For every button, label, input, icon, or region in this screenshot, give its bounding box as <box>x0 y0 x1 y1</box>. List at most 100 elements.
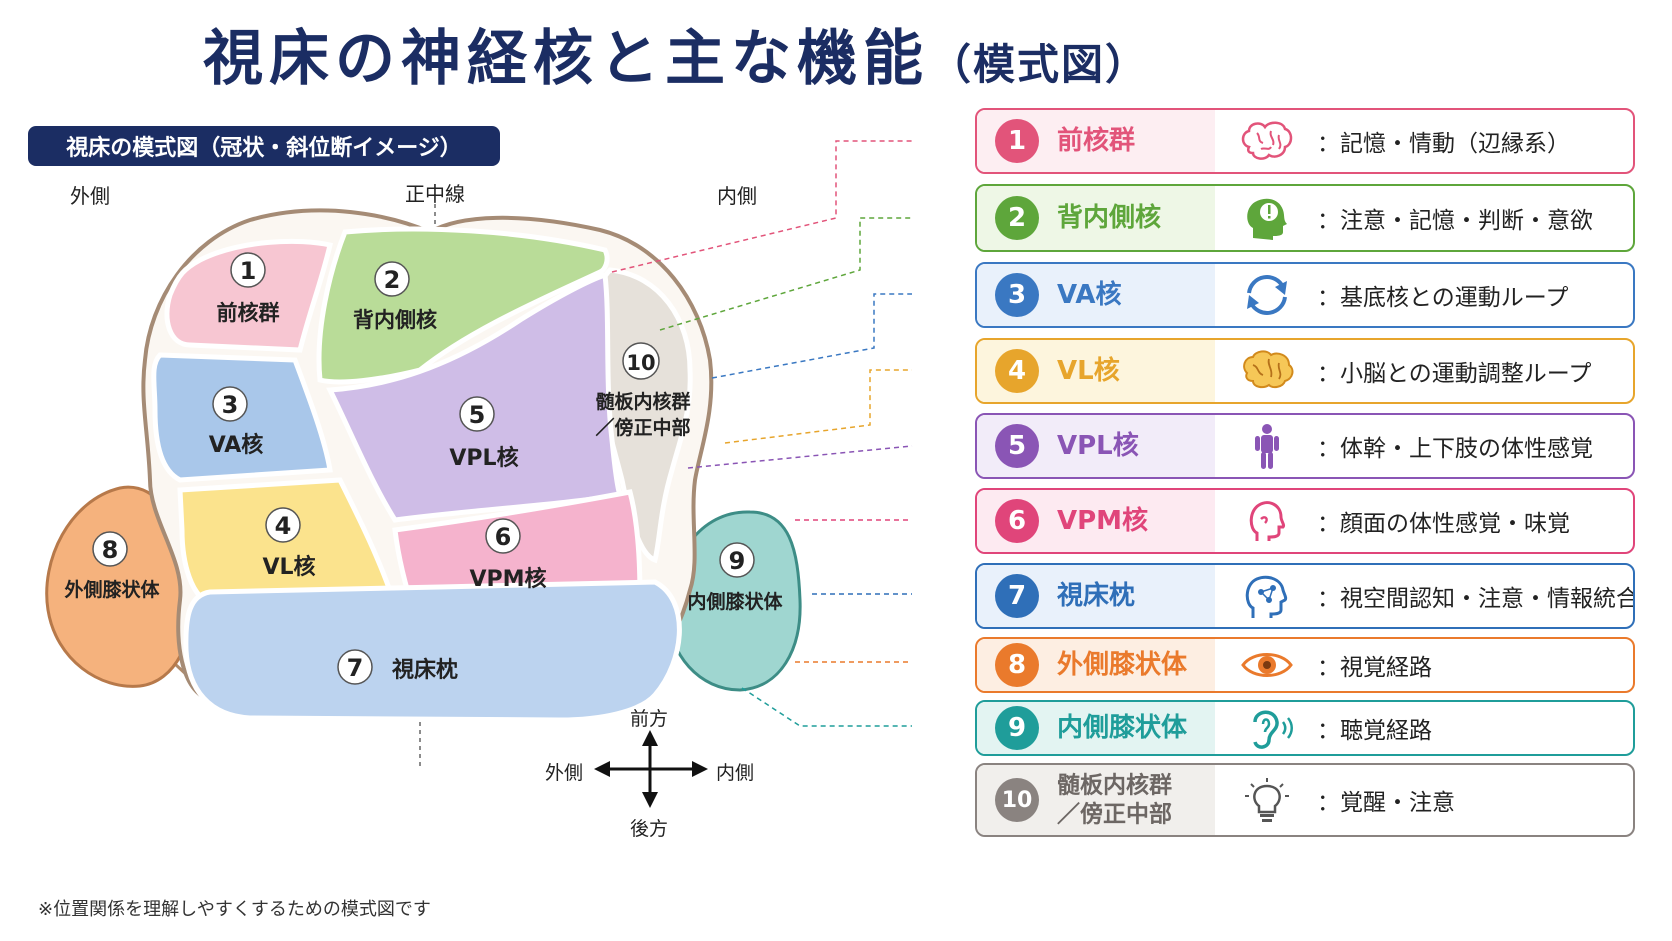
legend-name-7: 視床枕 <box>1057 580 1136 611</box>
diagram-label-4: VL核 <box>262 554 315 580</box>
legend-row-3: 3 VA核 ：基底核との運動ループ <box>975 262 1635 328</box>
legend-fn-2: ：注意・記憶・判断・意欲 <box>1317 208 1593 234</box>
body-icon <box>1255 424 1279 469</box>
legend-fn-10: ：覚醒・注意 <box>1317 790 1455 816</box>
connector-1 <box>611 140 912 273</box>
diagram-label-10b: ／傍正中部 <box>595 416 690 439</box>
legend-name-6: VPM核 <box>1057 505 1149 536</box>
badge-9-num: 9 <box>729 547 746 575</box>
legend-num-3: 3 <box>995 273 1039 317</box>
compass-posterior: 後方 <box>630 818 669 840</box>
compass-anterior: 前方 <box>630 708 669 730</box>
compass-medial: 内側 <box>716 762 755 784</box>
head-network-icon <box>1245 575 1288 618</box>
legend-num-8: 8 <box>995 643 1039 687</box>
orientation-medial: 内側 <box>717 184 757 208</box>
badge-3-num: 3 <box>222 391 239 419</box>
legend-num-1: 1 <box>995 119 1039 163</box>
badge-2 <box>374 261 410 297</box>
footnote: ※位置関係を理解しやすくするための模式図です <box>38 899 431 920</box>
diagram-label-3: VA核 <box>209 432 264 458</box>
legend-fn-5: ：体幹・上下肢の体性感覚 <box>1317 436 1593 462</box>
nucleus-1-anterior <box>164 238 333 353</box>
panel-label: 視床の模式図（冠状・斜位断イメージ） <box>28 126 500 166</box>
legend-fn-4: ：小脳との運動調整ループ <box>1317 361 1592 387</box>
connector-3 <box>711 293 912 379</box>
lightbulb-icon <box>1245 778 1289 822</box>
legend-name-2: 背内側核 <box>1057 202 1162 233</box>
legend-fn-7: ：視空間認知・注意・情報統合 <box>1317 586 1635 612</box>
diagram-label-6: VPM核 <box>469 566 546 592</box>
badge-7-num: 7 <box>347 654 364 682</box>
head-exclamation-icon <box>1247 198 1287 240</box>
connector-4 <box>724 369 912 444</box>
legend-name-5: VPL核 <box>1057 430 1139 461</box>
connector-5 <box>687 445 913 469</box>
legend-num-6: 6 <box>995 499 1039 543</box>
compass-lateral: 外側 <box>545 762 584 784</box>
connector-2 <box>659 217 912 331</box>
legend-row-4: 4 VL核 ：小脳との運動調整ループ <box>975 338 1635 404</box>
orientation-midline: 正中線 <box>405 182 465 206</box>
ear-icon <box>1253 710 1293 749</box>
legend-row-7: 7 視床枕 ：視空間認知・注意・情報統合 <box>975 563 1635 629</box>
badge-6-num: 6 <box>495 523 512 551</box>
legend-num-2: 2 <box>995 196 1039 240</box>
thalamus-diagram: 1 前核群 2 背内側核 3 VA核 5 VPL核 10 髄板内核群 ／傍正中部… <box>45 204 802 808</box>
badge-3 <box>212 386 248 422</box>
badge-8 <box>92 531 128 567</box>
legend-num-5: 5 <box>995 424 1039 468</box>
face-profile-icon <box>1249 501 1286 541</box>
legend-fn-8: ：視覚経路 <box>1317 655 1432 681</box>
diagram-label-7: 視床枕 <box>392 657 458 683</box>
legend-row-2: 2 背内側核 ：注意・記憶・判断・意欲 <box>975 184 1635 252</box>
badge-8-num: 8 <box>102 536 119 564</box>
badge-6 <box>485 518 521 554</box>
legend-name-9: 内側膝状体 <box>1057 712 1188 743</box>
legend-num-4: 4 <box>995 349 1039 393</box>
diagram-label-2: 背内側核 <box>353 308 437 332</box>
badge-4-num: 4 <box>275 512 292 540</box>
legend-name-10: 髄板内核群 ／傍正中部 <box>1057 772 1172 827</box>
nucleus-3-va <box>151 352 333 483</box>
page-title: 視床の神経核と主な機能（模式図） <box>202 24 1149 94</box>
badge-4 <box>265 507 301 543</box>
legend-name-1: 前核群 <box>1057 125 1136 156</box>
badge-5-num: 5 <box>469 401 486 429</box>
legend-fn-1: ：記憶・情動（辺縁系） <box>1317 131 1570 157</box>
badge-10-num: 10 <box>626 351 655 375</box>
badge-1 <box>230 252 266 288</box>
legend-num-10: 10 <box>995 778 1039 822</box>
orientation-lateral: 外側 <box>70 184 110 208</box>
legend-name-8: 外側膝状体 <box>1057 649 1188 680</box>
diagram-label-10a: 髄板内核群 <box>595 390 690 413</box>
badge-10 <box>622 342 660 380</box>
diagram-label-9: 内側膝状体 <box>687 590 783 613</box>
legend-fn-3: ：基底核との運動ループ <box>1317 285 1569 311</box>
brain-icon <box>1241 121 1293 160</box>
diagram-label-5: VPL核 <box>449 445 518 471</box>
cycle-arrows-icon <box>1247 275 1287 315</box>
badge-5 <box>459 396 495 432</box>
badge-7 <box>337 649 373 685</box>
badge-1-num: 1 <box>240 257 257 285</box>
legend-row-9: 9 内側膝状体 ：聴覚経路 <box>975 700 1635 756</box>
connector-9 <box>741 687 912 727</box>
badge-2-num: 2 <box>384 266 401 294</box>
legend-row-8: 8 外側膝状体 ：視覚経路 <box>975 637 1635 693</box>
cerebellum-icon <box>1243 350 1294 389</box>
diagram-label-1: 前核群 <box>217 301 280 325</box>
legend-fn-9: ：聴覚経路 <box>1317 718 1432 744</box>
legend-row-1: 1 前核群 ：記憶・情動（辺縁系） <box>975 108 1635 174</box>
badge-9 <box>719 542 755 578</box>
nucleus-7-pulvinar <box>183 579 682 723</box>
diagram-label-8: 外側膝状体 <box>64 578 160 601</box>
page-title-sub: （模式図） <box>928 40 1149 89</box>
legend-num-9: 9 <box>995 706 1039 750</box>
legend-row-5: 5 VPL核 ：体幹・上下肢の体性感覚 <box>975 413 1635 479</box>
legend-num-7: 7 <box>995 574 1039 618</box>
legend-name-4: VL核 <box>1057 355 1120 386</box>
orientation-compass <box>594 730 708 808</box>
legend-row-6: 6 VPM核 ：顔面の体性感覚・味覚 <box>975 488 1635 554</box>
